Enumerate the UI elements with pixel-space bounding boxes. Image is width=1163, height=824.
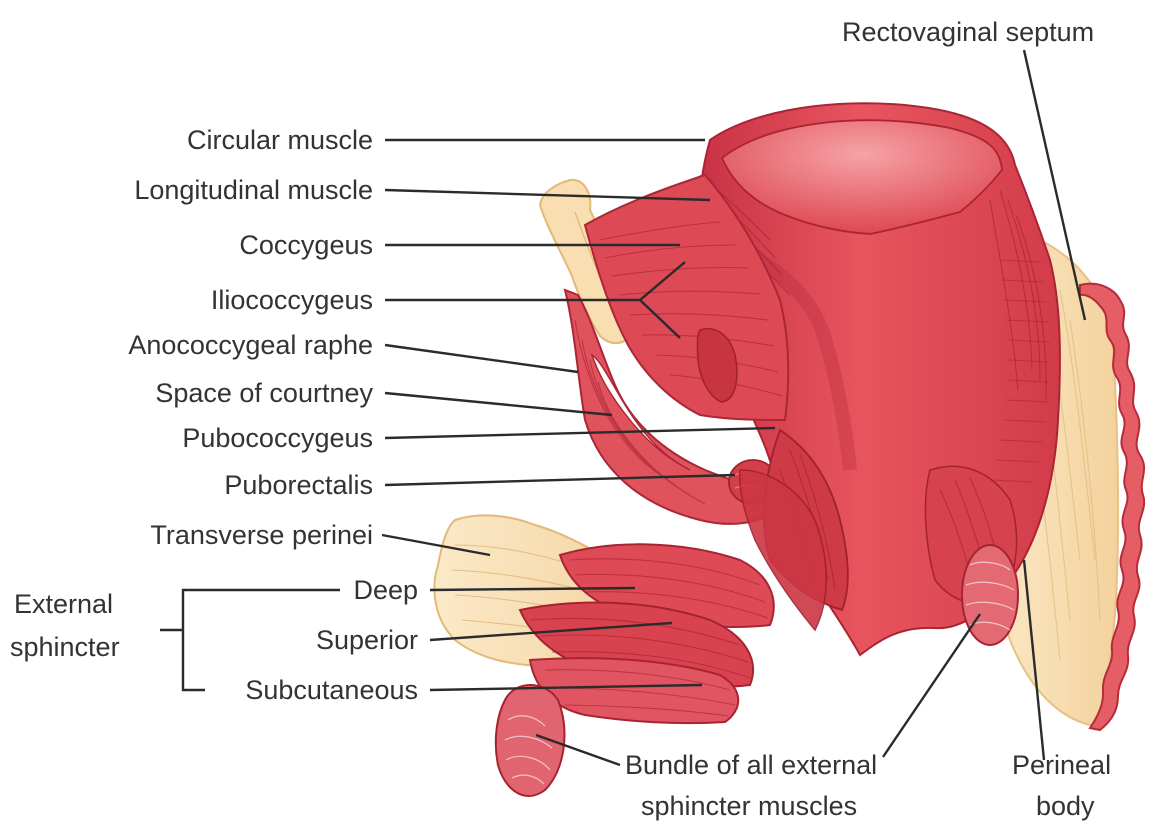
label-pubococcygeus: Pubococcygeus [182, 423, 373, 453]
label-space-of-courtney: Space of courtney [155, 378, 373, 408]
label-rectovaginal-septum: Rectovaginal septum [842, 17, 1094, 47]
label-superior: Superior [316, 625, 418, 655]
label-puborectalis: Puborectalis [224, 470, 373, 500]
label-iliococcygeus: Iliococcygeus [211, 285, 373, 315]
label-external-line2: sphincter [10, 632, 120, 662]
label-circular-muscle: Circular muscle [187, 125, 373, 155]
label-longitudinal-muscle: Longitudinal muscle [134, 175, 373, 205]
label-transverse-perinei: Transverse perinei [150, 520, 373, 550]
label-coccygeus: Coccygeus [239, 230, 373, 260]
label-deep: Deep [353, 575, 418, 605]
label-perineal-line1: Perineal [1012, 750, 1111, 780]
label-bundle-line2: sphincter muscles [641, 791, 857, 821]
label-anococcygeal-raphe: Anococcygeal raphe [128, 330, 373, 360]
label-subcutaneous: Subcutaneous [245, 675, 418, 705]
label-bundle-line1: Bundle of all external [625, 750, 877, 780]
label-external-line1: External [14, 589, 113, 619]
label-perineal-line2: body [1036, 791, 1095, 821]
